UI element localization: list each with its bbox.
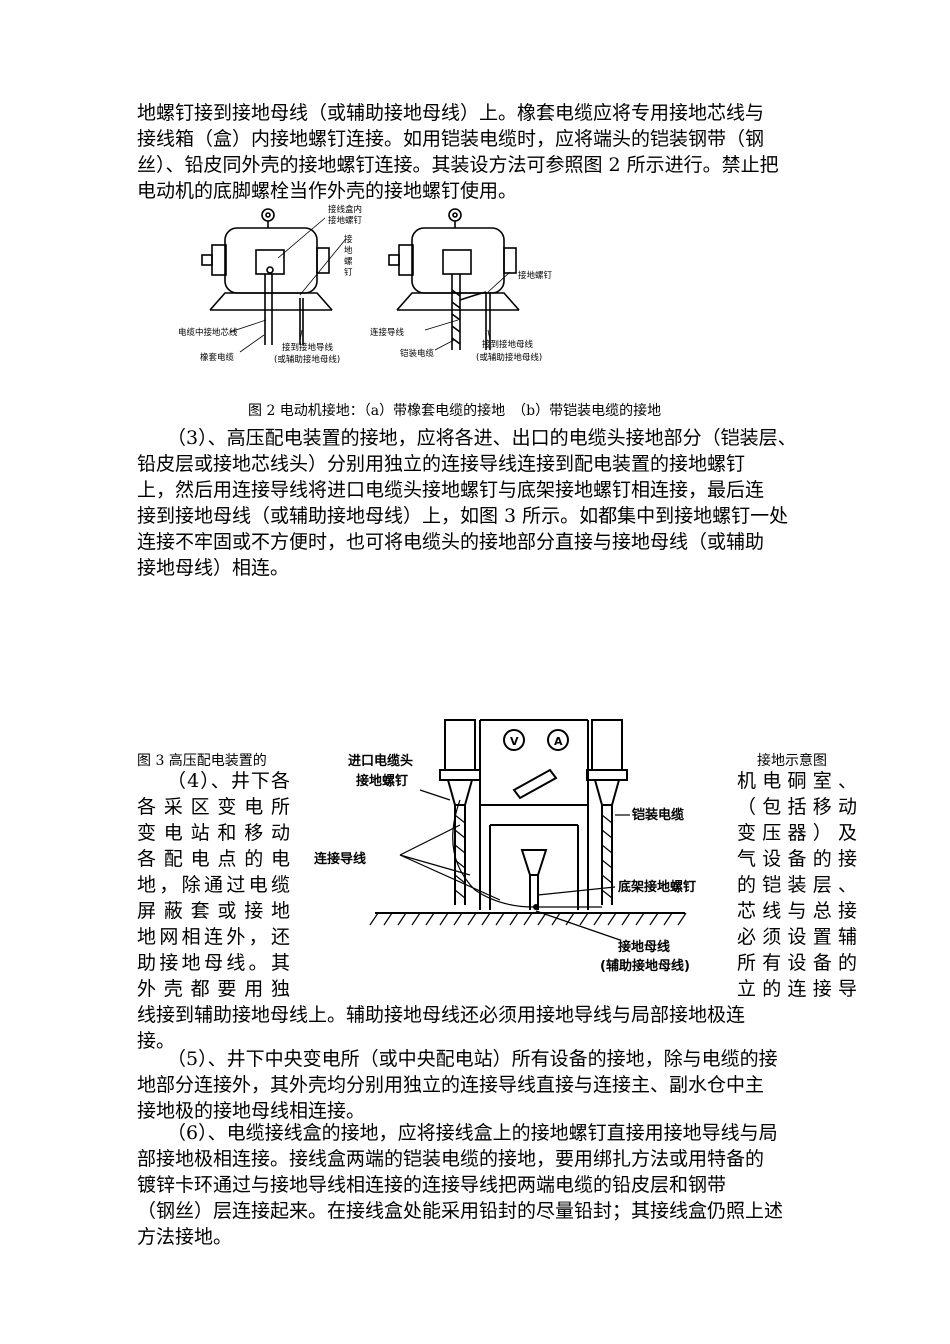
text-line: 助接地母线。其 — [137, 952, 290, 974]
voltmeter-label: V — [510, 735, 519, 748]
paragraph-6: （6）、电缆接线盒的接地，应将接线盒上的接地螺钉直接用接地导线与局 部接地极相连… — [137, 1120, 857, 1250]
ground-point — [533, 904, 539, 910]
figure-2-caption: 图 2 电动机接地：（a）带橡套电缆的接地 （b）带铠装电缆的接地 — [248, 403, 662, 419]
figure-2-motor-grounding: 接线盒内 接地螺钉 接 地 螺 钉 电缆中接地芯线 橡套电缆 接到接地导线 (或… — [170, 200, 590, 370]
text-line: 立的连接导 — [737, 978, 857, 1000]
text-line: 连接不牢固或不方便时，也可将电缆头的接地部分直接与接地母线（或辅助 — [137, 531, 765, 553]
text-line: 丝）、铅皮同外壳的接地螺钉连接。其装设方法可参照图 2 所示进行。禁止把 — [137, 154, 779, 176]
label-core: 电缆中接地芯线 — [178, 327, 238, 338]
label-inlet-2: 接地螺钉 — [356, 773, 408, 789]
label-ground-screw-v3: 螺 — [344, 256, 353, 267]
text-line: 地螺钉接到接地母线（或辅助接地母线）上。橡套电缆应将专用接地芯线与 — [137, 102, 765, 124]
text-line: 方法接地。 — [137, 1226, 233, 1248]
label-box-screw-1: 接线盒内 — [328, 204, 362, 215]
text-line: 变压器）及 — [737, 822, 857, 844]
figure-2-drawing: 接线盒内 接地螺钉 接 地 螺 钉 电缆中接地芯线 橡套电缆 接到接地导线 (或… — [178, 204, 553, 365]
text-line: 铅皮层或接地芯线头）分别用独立的连接导线连接到配电装置的接地螺钉 — [137, 453, 746, 475]
label-to-bus-1: 接到接地导线 — [282, 342, 334, 353]
text-line: （钢丝）层连接起来。在接线盒处能采用铅封的尽量铅封；其接线盒仍照上述 — [137, 1200, 784, 1222]
label-bus-2: (辅助接地母线) — [600, 958, 690, 974]
figure-3-caption-right: 接地示意图 — [757, 753, 827, 769]
paragraph-1: 地螺钉接到接地母线（或辅助接地母线）上。橡套电缆应将专用接地芯线与 接线箱（盒）… — [137, 100, 857, 204]
text-line: 地，除通过电缆 — [137, 874, 290, 896]
label-armored: 铠装电缆 — [632, 807, 684, 823]
text-line: 必须设置辅 — [737, 926, 857, 948]
label-ground-screw-v1: 接 — [344, 234, 353, 245]
label-screw-b: 接地螺钉 — [518, 270, 553, 281]
text-line: 机电硐室、 — [737, 770, 857, 792]
text-line: 电动机的底脚螺栓当作外壳的接地螺钉使用。 — [137, 180, 518, 202]
label-to-bus-b-2: (或辅助接地母线) — [476, 352, 542, 363]
text-line: 的铠装层、 — [737, 874, 857, 896]
text-line: 芯线与总接 — [737, 900, 857, 922]
text-line: 各采区变电所 — [137, 796, 290, 818]
paragraph-5: （5）、井下中央变电所（或中央配电站）所有设备的接地，除与电缆的接 地部分连接外… — [137, 1046, 857, 1124]
paragraph-3: （3）、高压配电装置的接地，应将各进、出口的电缆头接地部分（铠装层、 铅皮层或接… — [137, 425, 857, 581]
text-line: 接到接地母线（或辅助接地母线）上，如图 3 所示。如都集中到接地螺钉一处 — [137, 505, 789, 527]
label-inlet-1: 进口电缆头 — [348, 753, 413, 769]
label-box-screw-2: 接地螺钉 — [328, 215, 363, 226]
label-rubber-cable: 橡套电缆 — [200, 352, 235, 363]
text-line: （4）、井下各 — [167, 770, 290, 792]
label-frame-screw: 底架接地螺钉 — [618, 879, 696, 895]
text-line: （6）、电缆接线盒的接地，应将接线盒上的接地螺钉直接用接地导线与局 — [167, 1122, 778, 1144]
paragraph-4-left-column: （4）、井下各 各采区变电所 变电站和移动 各配电点的电 地，除通过电缆 屏蔽套… — [137, 768, 290, 1002]
text-line: （3）、高压配电装置的接地，应将各进、出口的电缆头接地部分（铠装层、 — [167, 427, 797, 449]
label-to-bus-2: (或辅助接地母线) — [274, 354, 340, 365]
figure-3-hv-switchgear-grounding: V A 进口电缆头 接地螺钉 铠装电缆 连接导线 底架接地螺钉 接地母线 (辅助… — [300, 715, 737, 977]
label-armored: 铠装电缆 — [400, 348, 435, 359]
label-ground-screw-v2: 地 — [344, 245, 353, 256]
paragraph-4-tail: 线接到辅助接地母线上。辅助接地母线还必须用接地导线与局部接地极连 接。 — [137, 1002, 857, 1054]
text-line: 接。 — [137, 1030, 176, 1052]
label-ground-screw-v4: 钉 — [344, 267, 353, 278]
text-line: 外壳都要用独 — [137, 978, 290, 1000]
text-line: （包括移动 — [737, 796, 857, 818]
text-line: 地部分连接外，其外壳均分别用独立的连接导线直接与连接主、副水仓中主 — [137, 1074, 765, 1096]
text-line: 镀锌卡环通过与接地导线相连接的连接导线把两端电缆的铅皮层和钢带 — [137, 1174, 727, 1196]
text-line: 接地母线）相连。 — [137, 557, 290, 579]
text-line: 接线箱（盒）内接地螺钉连接。如用铠装电缆时，应将端头的铠装钢带（钢 — [137, 128, 765, 150]
text-line: 部接地极相连接。接线盒两端的铠装电缆的接地，要用绑扎方法或用特备的 — [137, 1148, 765, 1170]
text-line: 各配电点的电 — [137, 848, 290, 870]
paragraph-4-right-column: 机电硐室、 （包括移动 变压器）及 气设备的接 的铠装层、 芯线与总接 必须设置… — [737, 768, 857, 1002]
text-line: 所有设备的 — [737, 952, 857, 974]
label-conn-wire: 连接导线 — [314, 851, 366, 867]
label-conn-wire: 连接导线 — [370, 327, 405, 338]
label-bus-1: 接地母线 — [618, 939, 670, 955]
text-line: 上，然后用连接导线将进口电缆头接地螺钉与底架接地螺钉相连接，最后连 — [137, 479, 765, 501]
text-line: 气设备的接 — [737, 848, 857, 870]
text-line: （5）、井下中央变电所（或中央配电站）所有设备的接地，除与电缆的接 — [167, 1048, 778, 1070]
text-line: 地网相连外，还 — [137, 926, 290, 948]
text-line: 线接到辅助接地母线上。辅助接地母线还必须用接地导线与局部接地极连 — [137, 1004, 746, 1026]
text-line: 变电站和移动 — [137, 822, 290, 844]
text-line: 屏蔽套或接地 — [137, 900, 290, 922]
label-to-bus-b-1: 接到接地母线 — [482, 339, 534, 350]
figure-3-drawing: V A 进口电缆头 接地螺钉 铠装电缆 连接导线 底架接地螺钉 接地母线 (辅助… — [314, 719, 696, 974]
figure-3-caption-left: 图 3 高压配电装置的 — [137, 753, 267, 769]
text-line: 接地极的接地母线相连接。 — [137, 1100, 366, 1122]
ammeter-label: A — [554, 735, 563, 748]
